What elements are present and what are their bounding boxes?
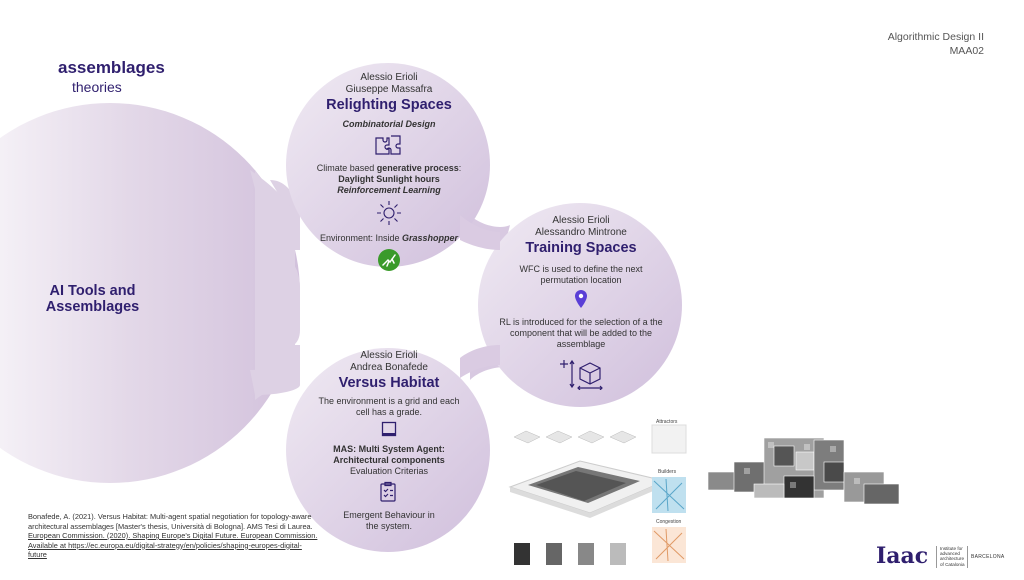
author-1: Alessio Erioli	[552, 215, 610, 226]
course-code: MAA02	[949, 45, 984, 57]
figure-voxel-assemblage	[704, 432, 904, 512]
figure-versus-habitat-board: Attractors Builders Congestion	[506, 415, 696, 575]
card-title: Versus Habitat	[338, 375, 440, 391]
author-2: Andrea Bonafede	[350, 362, 428, 373]
label-builders: Builders	[658, 469, 677, 475]
mas-text: MAS: Multi System Agent: Architectural c…	[333, 444, 445, 465]
evaluation-text: Evaluation Criterias	[349, 466, 429, 476]
voxel-graphic	[707, 437, 900, 505]
grid-square-icon	[381, 421, 397, 437]
rl-line: Reinforcement Learning	[337, 185, 441, 195]
grasshopper-icon	[378, 249, 400, 271]
reference-citation: Bonafede, A. (2021). Versus Habitat: Mul…	[28, 512, 318, 560]
checklist-icon	[380, 481, 396, 502]
figure-board-graphic	[508, 424, 687, 565]
sun-icon	[377, 201, 401, 225]
card-title: Training Spaces	[525, 240, 637, 256]
brand-subtitle: theories	[72, 79, 122, 95]
card-training-spaces: Alessio Erioli Alessandro Mintrone Train…	[496, 215, 666, 395]
main-title: AI Tools and Assemblages	[45, 283, 140, 315]
rl-text: RL is introduced for the selection of a …	[499, 317, 663, 349]
author-2: Alessandro Mintrone	[535, 227, 627, 238]
emergent-text: Emergent Behaviour in the system.	[343, 510, 435, 531]
logo-divider	[936, 546, 937, 568]
course-header: Algorithmic Design II MAA02	[888, 30, 984, 58]
card-versus-habitat: Alessio Erioli Andrea Bonafede Versus Ha…	[303, 350, 475, 532]
card-subtitle: Combinatorial Design	[342, 119, 436, 129]
wfc-text: WFC is used to define the next permutati…	[519, 264, 643, 285]
author-2: Giuseppe Massafra	[345, 84, 433, 95]
climate-line: Climate based generative process:	[316, 163, 462, 173]
environment-line: Environment: Inside Grasshopper	[319, 233, 459, 243]
author-1: Alessio Erioli	[360, 72, 418, 83]
puzzle-icon	[375, 135, 401, 155]
logo-city: BARCELONA	[971, 554, 1005, 560]
iaac-logo-mark: Iaac	[876, 543, 929, 569]
card-relighting-spaces: Alessio Erioli Giuseppe Massafra Relight…	[303, 72, 475, 277]
card-title: Relighting Spaces	[326, 97, 452, 113]
logo-divider-2	[967, 546, 968, 568]
brand-title: assemblages	[58, 58, 165, 77]
reference-text: Bonafede, A. (2021). Versus Habitat: Mul…	[28, 512, 313, 531]
label-congestion: Congestion	[656, 519, 682, 525]
add-cube-icon	[560, 359, 603, 390]
location-pin-icon	[575, 290, 587, 308]
course-name: Algorithmic Design II	[887, 31, 984, 43]
reference-link[interactable]: European Commission. (2020). Shaping Eur…	[28, 531, 318, 559]
daylight-line: Daylight Sunlight hours	[338, 174, 440, 184]
label-attractors: Attractors	[656, 419, 678, 425]
environment-text: The environment is a grid and each cell …	[318, 396, 460, 417]
author-1: Alessio Erioli	[360, 350, 418, 361]
